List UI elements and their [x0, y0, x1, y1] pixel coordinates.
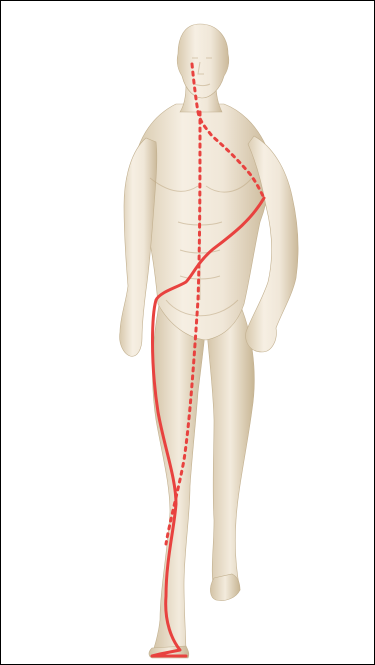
head	[177, 24, 229, 98]
back-foot	[210, 574, 240, 601]
back-leg	[206, 300, 254, 597]
front-leg	[152, 300, 206, 656]
body-silhouette	[120, 24, 298, 658]
